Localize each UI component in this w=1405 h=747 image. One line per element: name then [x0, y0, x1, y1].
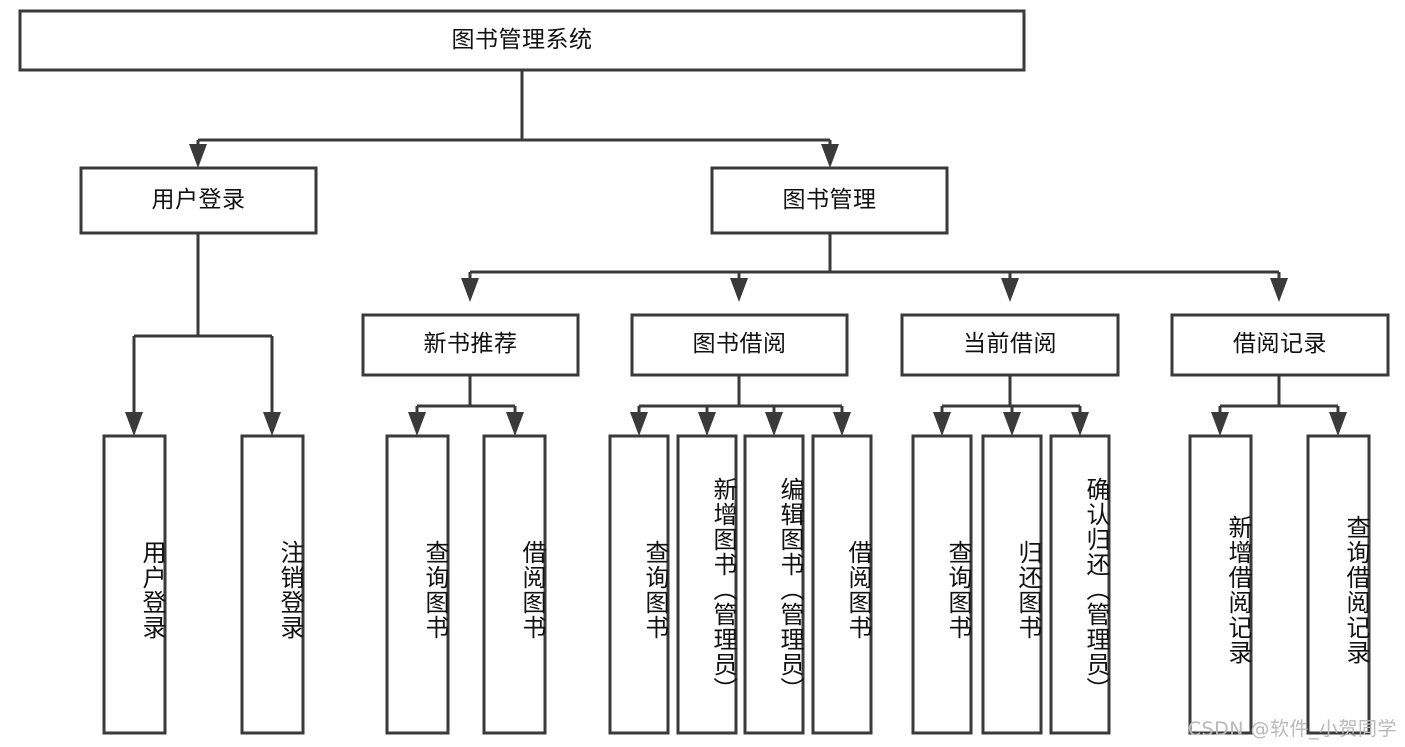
arrow-to-leaf-new-book-0 [408, 412, 426, 436]
arrow-to-leaf-borrow-record-0 [1211, 412, 1229, 436]
box-new-book-recommend[interactable] [361, 313, 580, 377]
box-book-borrow[interactable] [630, 313, 849, 377]
box-leaf-user-login-1[interactable] [240, 434, 305, 735]
arrow-to-leaf-user-login-0 [125, 412, 143, 436]
arrow-to-leaf-borrow-record-1 [1329, 412, 1347, 436]
box-leaf-user-login-0[interactable] [102, 434, 167, 735]
box-current-borrow[interactable] [900, 313, 1120, 377]
watermark-text: CSDN @软件_小贺同学 [1187, 718, 1397, 740]
box-leaf-book-borrow-0[interactable] [608, 434, 670, 735]
arrow-to-borrow-record [1270, 278, 1288, 302]
box-leaf-book-borrow-3[interactable] [811, 434, 873, 735]
box-leaf-new-book-0[interactable] [385, 434, 450, 735]
box-root[interactable] [18, 9, 1026, 72]
arrow-to-leaf-current-borrow-0 [933, 412, 951, 436]
box-borrow-record[interactable] [1170, 313, 1390, 377]
arrow-to-leaf-new-book-1 [506, 412, 524, 436]
box-user-login[interactable] [79, 166, 318, 235]
arrow-to-leaf-book-borrow-3 [833, 412, 851, 436]
arrow-to-leaf-book-borrow-0 [630, 412, 648, 436]
box-leaf-current-borrow-2[interactable] [1049, 434, 1111, 735]
arrow-to-leaf-current-borrow-2 [1071, 412, 1089, 436]
box-leaf-borrow-record-0[interactable] [1188, 434, 1253, 735]
box-book-management[interactable] [710, 166, 949, 235]
box-leaf-current-borrow-0[interactable] [911, 434, 973, 735]
arrow-to-current-borrow [1001, 278, 1019, 302]
box-leaf-book-borrow-2[interactable] [743, 434, 805, 735]
arrow-to-new-book-recommend [461, 278, 479, 302]
box-leaf-current-borrow-1[interactable] [981, 434, 1043, 735]
box-leaf-book-borrow-1[interactable] [676, 434, 738, 735]
arrow-root-to-book-management [821, 144, 839, 168]
arrow-to-leaf-book-borrow-2 [765, 412, 783, 436]
arrow-to-leaf-current-borrow-1 [1003, 412, 1021, 436]
arrow-to-leaf-book-borrow-1 [698, 412, 716, 436]
box-leaf-new-book-1[interactable] [482, 434, 547, 735]
arrow-to-book-borrow [730, 278, 748, 302]
box-leaf-borrow-record-1[interactable] [1306, 434, 1371, 735]
arrow-to-leaf-user-login-1 [263, 412, 281, 436]
arrow-root-to-user-login [189, 144, 207, 168]
